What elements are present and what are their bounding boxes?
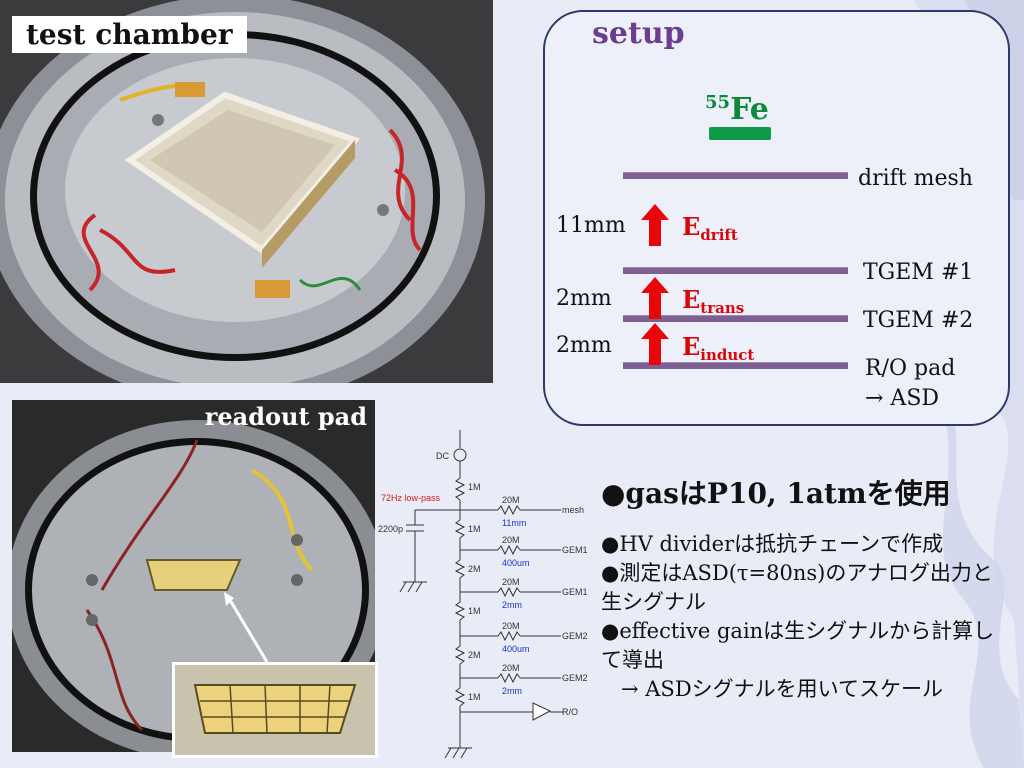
series-resistor — [454, 559, 466, 579]
gap-annotation: 400um — [502, 644, 530, 654]
tap-resistor — [497, 630, 521, 642]
gap-annotation: 2mm — [502, 600, 522, 610]
setup-panel — [543, 10, 1010, 426]
induction-field-subscript: induct — [700, 346, 755, 364]
tap-label: GEM1 — [562, 545, 588, 555]
drift-mesh-label: drift mesh — [858, 166, 973, 191]
tap-label: R/O — [562, 707, 578, 717]
tap-resistor-label: 20M — [502, 495, 520, 505]
gap-annotation: 400um — [502, 558, 530, 568]
note-hv-divider: ●HV dividerは抵抗チェーンで作成 — [601, 532, 944, 556]
test-chamber-label: test chamber — [12, 16, 247, 53]
note-asd-scale: → ASDシグナルを用いてスケール — [621, 677, 944, 701]
series-resistor-label: 1M — [468, 524, 481, 534]
drift-field-symbol: E — [682, 212, 701, 241]
series-resistor — [454, 601, 466, 621]
readout-pad-label: readout pad — [204, 402, 367, 431]
source-mass-number: 55 — [705, 92, 731, 113]
series-resistor-label: 1M — [468, 692, 481, 702]
dc-label: DC — [436, 451, 449, 461]
gap-annotation: 2mm — [502, 686, 522, 696]
drift-field-arrow-icon — [641, 204, 669, 246]
note-measurement: ●測定はASD(τ=80ns)のアナログ出力と生シグナル — [601, 561, 993, 614]
induction-field-arrow-icon — [641, 323, 669, 365]
asd-amplifier-icon — [532, 702, 552, 721]
series-resistor — [454, 645, 466, 665]
tgem2-label: TGEM #2 — [863, 308, 974, 333]
transfer-field-label: Etrans — [682, 285, 744, 317]
setup-title: setup — [592, 16, 685, 51]
drift-field-label: Edrift — [682, 212, 738, 244]
drift-gap-label: 11mm — [556, 213, 626, 238]
tap-label: GEM1 — [562, 587, 588, 597]
test-chamber-photo: test chamber — [0, 0, 493, 383]
note-gas: ●gasはP10, 1atmを使用 — [601, 477, 951, 510]
tap-label: GEM2 — [562, 631, 588, 641]
source-element: Fe — [730, 92, 769, 127]
tap-resistor — [497, 504, 521, 516]
tap-label: GEM2 — [562, 673, 588, 683]
drift-mesh-plane — [623, 172, 848, 179]
source-bar — [709, 127, 771, 140]
series-resistor-label: 2M — [468, 650, 481, 660]
tap-resistor — [497, 586, 521, 598]
tgem1-label: TGEM #1 — [863, 260, 974, 285]
hv-divider-circuit: DC 72Hz low-pass 2200p 1M 1M 2M 1M 2M 1M 20M me… — [378, 430, 588, 759]
series-resistor — [454, 687, 466, 707]
induction-field-label: Einduct — [682, 332, 754, 364]
series-resistor-label: 1M — [468, 482, 481, 492]
transfer-field-arrow-icon — [641, 277, 669, 319]
series-resistor-label: 1M — [468, 606, 481, 616]
note-effective-gain: ●effective gainは生シグナルから計算して導出 — [601, 619, 995, 672]
readout-plane — [623, 362, 848, 369]
transfer-field-symbol: E — [682, 285, 701, 314]
asd-label: → ASD — [865, 386, 940, 411]
readout-pad-closeup — [172, 662, 378, 758]
tap-resistor-label: 20M — [502, 621, 520, 631]
gap-annotation: 11mm — [502, 518, 526, 528]
tap-resistor-label: 20M — [502, 577, 520, 587]
fe55-source-label: 55Fe — [705, 92, 769, 127]
tap-label: mesh — [562, 505, 584, 515]
tap-resistor-label: 20M — [502, 663, 520, 673]
drift-field-subscript: drift — [700, 226, 738, 244]
tap-resistor — [497, 544, 521, 556]
tap-resistor — [497, 672, 521, 684]
induction-gap-label: 2mm — [556, 333, 612, 358]
transfer-field-subscript: trans — [700, 299, 745, 317]
series-resistor — [454, 519, 466, 539]
notes-section: ●gasはP10, 1atmを使用 ●HV dividerは抵抗チェーンで作成 … — [601, 472, 1011, 704]
readout-pad-plane-label: R/O pad — [865, 356, 956, 381]
tap-resistor-label: 20M — [502, 535, 520, 545]
induction-field-symbol: E — [682, 332, 701, 361]
transfer-gap-label: 2mm — [556, 286, 612, 311]
lowpass-label: 72Hz low-pass — [381, 493, 441, 503]
tgem1-plane — [623, 267, 848, 274]
capacitor-label: 2200p — [378, 524, 403, 534]
series-resistor-label: 2M — [468, 564, 481, 574]
tgem2-plane — [623, 315, 848, 322]
